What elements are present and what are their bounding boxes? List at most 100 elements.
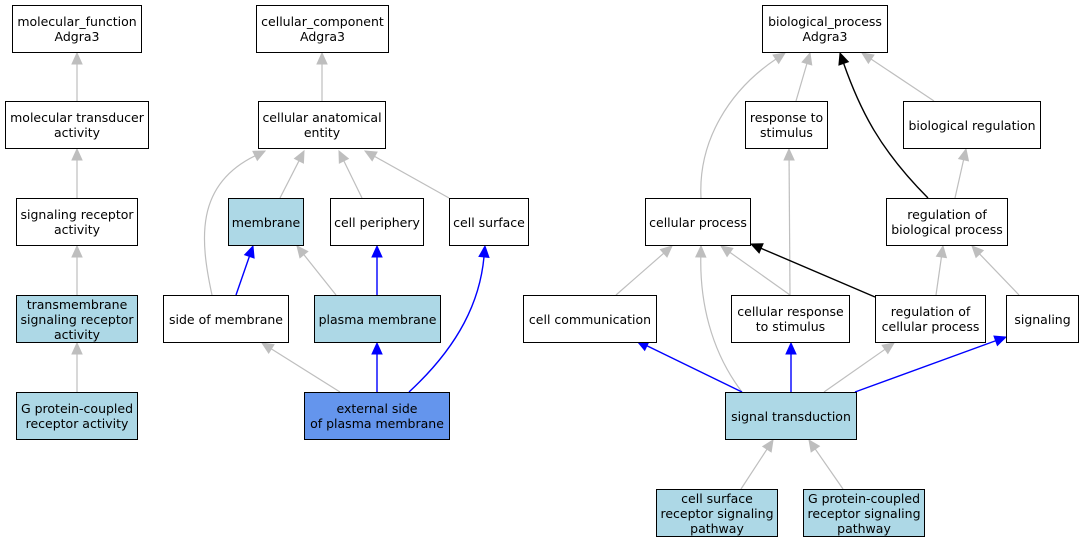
go-term-label: external side of plasma membrane [310,401,444,431]
go-term-side-membrane: side of membrane [163,295,289,343]
edge-cell_communication-to-cellular_process [615,245,673,296]
edge-response_stim-to-bp_root [795,51,813,102]
go-term-label: G protein-coupled receptor activity [20,401,134,431]
go-term-gpcr-activity: G protein-coupled receptor activity [16,392,138,440]
edge-bio_regulation-to-bp_root [860,52,935,102]
arrowhead-is_a [801,51,813,66]
edge-reg_cell_process-to-reg_bio_process [935,244,948,296]
edge-line-is_a [795,63,808,102]
go-term-membrane: membrane [228,198,304,246]
go-term-label: cell communication [528,311,652,327]
edge-signal_transduction-to-reg_cell_process [823,342,895,393]
edge-line-is_a [700,58,777,199]
arrowhead-part_of [785,341,797,355]
arrowhead-is_a [783,147,795,161]
go-term-ext-side-pm: external side of plasma membrane [304,392,450,440]
go-term-label: cellular response to stimulus [737,304,844,334]
arrowhead-is_a [252,150,267,162]
arrowhead-is_a [695,244,707,258]
edge-line-part_of [854,340,996,393]
go-term-cellular-process: cellular process [645,198,751,246]
arrowhead-part_of [478,244,490,258]
edge-line-is_a [979,253,1020,296]
arrowhead-is_a [71,147,83,161]
arrowhead-is_a [363,150,378,162]
edge-line-part_of [408,256,485,393]
edge-cell_resp_stim-to-response_stim [783,147,795,296]
edge-line-is_a [615,252,665,296]
edge-mol_transducer-to-mf_root [71,51,83,101]
go-term-signal-transduction: signal transduction [725,392,857,440]
go-term-label: cell periphery [334,214,420,230]
go-term-mol-transducer: molecular transducer activity [5,101,149,149]
arrowhead-is_a [338,149,350,164]
go-term-cc-root: cellular_component Adgra3 [256,5,389,53]
arrowhead-is_a [971,245,985,259]
go-term-label: biological regulation [908,117,1036,133]
edge-cs_receptor_pathway-to-signal_transduction [740,438,774,490]
arrowhead-regulates [838,51,850,66]
go-term-label: G protein-coupled receptor signaling pat… [807,490,921,536]
go-term-label: molecular transducer activity [10,110,144,140]
go-term-response-stim: response to stimulus [745,101,828,149]
edge-line-part_of [235,256,251,296]
arrowhead-part_of [993,335,1008,347]
go-term-label: transmembrane signaling receptor activit… [20,296,134,342]
edge-cell_periphery-to-cell_anat [338,149,363,199]
edge-cellular_process-to-bp_root [700,52,787,199]
go-term-cell-communication: cell communication [523,295,657,343]
edge-line-is_a [203,155,256,296]
go-term-cell-surface: cell surface [449,198,529,246]
arrowhead-is_a [260,342,275,355]
edge-reg_bio_process-to-bp_root [838,51,929,199]
edge-line-is_a [343,160,363,199]
arrowhead-is_a [71,244,83,258]
edge-line-part_of [646,345,743,393]
go-term-gpcr-pathway: G protein-coupled receptor signaling pat… [803,489,925,537]
edge-membrane-to-cell_anat [279,149,305,199]
arrowhead-is_a [772,52,787,65]
edge-ext_side_pm-to-side_membrane [260,342,341,393]
edge-side_membrane-to-cell_anat [203,150,267,296]
go-term-label: cell surface receptor signaling pathway [660,490,774,536]
arrowhead-part_of [371,244,383,258]
edge-ext_side_pm-to-cell_surface [408,244,490,393]
go-term-label: cellular_component Adgra3 [261,14,384,44]
edge-line-is_a [870,58,935,102]
go-term-label: response to stimulus [749,110,824,140]
go-term-signaling: signaling [1006,295,1079,343]
edge-cell_anat-to-cc_root [316,51,328,101]
arrowhead-is_a [659,245,673,258]
arrowhead-is_a [316,51,328,65]
edge-cell_resp_stim-to-cellular_process [720,245,791,296]
go-term-label: cellular process [649,214,747,230]
arrowhead-is_a [860,52,875,65]
edge-plasma_membrane-to-cell_periphery [371,244,383,295]
go-term-cell-anat: cellular anatomical entity [258,101,386,149]
go-term-sig-receptor: signaling receptor activity [16,198,138,246]
edge-line-is_a [788,159,791,296]
edge-line-is_a [270,348,341,393]
go-term-label: membrane [231,214,301,230]
edge-reg_bio_process-to-bio_regulation [954,147,970,199]
arrowhead-is_a [881,342,895,355]
go-term-tm-sig-receptor: transmembrane signaling receptor activit… [16,295,138,343]
arrowhead-is_a [296,245,309,259]
edge-cell_surface-to-cell_anat [363,150,450,199]
edge-line-is_a [700,256,743,393]
arrowhead-is_a [761,438,774,453]
go-term-label: signal transduction [731,408,851,424]
go-term-label: cell surface [453,214,525,230]
go-term-mf-root: molecular_function Adgra3 [12,5,142,53]
edge-line-is_a [729,251,791,296]
go-term-label: signaling [1014,311,1071,327]
edge-reg_cell_process-to-cellular_process [749,243,876,298]
edge-side_membrane-to-membrane [235,244,255,296]
edge-plasma_membrane-to-membrane [296,245,337,296]
arrowhead-is_a [71,51,83,65]
arrowhead-regulates [749,243,764,254]
go-term-label: side of membrane [169,311,283,327]
edge-signal_transduction-to-cell_resp_stim [785,341,797,392]
edge-line-regulates [842,63,929,199]
edge-line-is_a [279,160,300,199]
